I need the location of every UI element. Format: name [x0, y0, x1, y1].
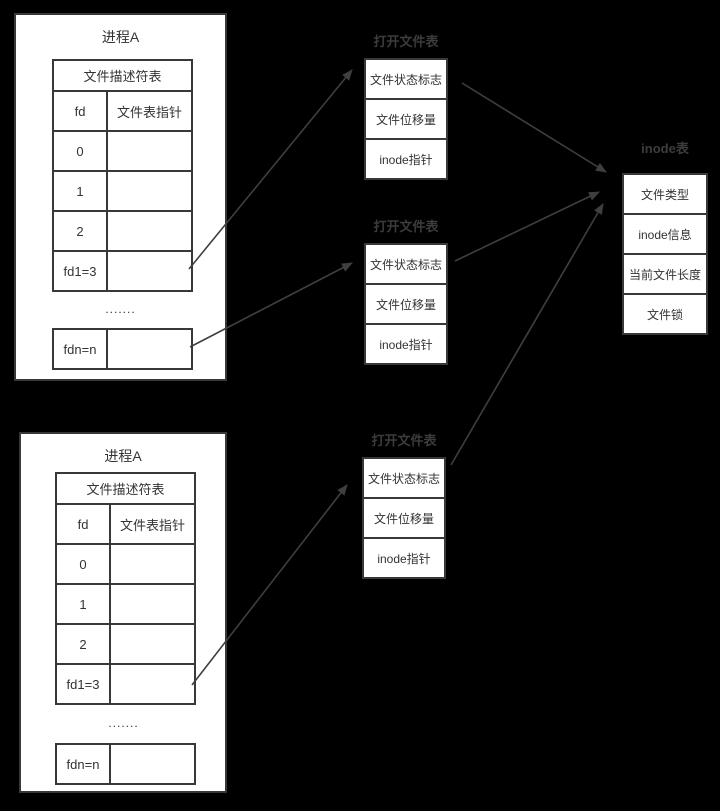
- inode-table: 文件类型 inode信息 当前文件长度 文件锁: [622, 173, 708, 335]
- process-box-top: 进程A 文件描述符表 fd 文件表指针 0 1 2 fd1=3 ....... …: [14, 13, 227, 381]
- file-status-flags-cell: 文件状态标志: [367, 471, 440, 486]
- fd-table: 文件描述符表 fd 文件表指针 0 1 2 fd1=3: [55, 472, 196, 705]
- pointer-cell: [111, 543, 194, 583]
- pointer-cell: [108, 210, 191, 250]
- file-status-flags-cell: 文件状态标志: [369, 72, 442, 87]
- pointer-cell: [108, 170, 191, 210]
- fd-column-header: fd: [57, 503, 111, 543]
- pointer-cell: [108, 130, 191, 170]
- arrow-oft1-to-inode: [461, 82, 607, 173]
- pointer-cell: [111, 663, 194, 703]
- pointer-cell: [108, 330, 191, 368]
- pointer-cell: [111, 623, 194, 663]
- pointer-cell: [111, 583, 194, 623]
- file-type-cell: 文件类型: [640, 187, 689, 202]
- inode-table-title: inode表: [641, 141, 689, 156]
- pointer-column-header: 文件表指针: [108, 90, 191, 130]
- file-offset-cell: 文件位移量: [366, 283, 446, 323]
- pointer-cell: [111, 745, 194, 783]
- inode-pointer-cell: inode指针: [366, 138, 446, 178]
- inode-info-cell: inode信息: [624, 213, 706, 253]
- fd-cell: 2: [54, 210, 108, 250]
- open-file-table: 文件状态标志 文件位移量 inode指针: [364, 58, 448, 180]
- fd-cell: fdn=n: [57, 745, 111, 783]
- pointer-cell: [108, 250, 191, 290]
- file-offset-cell: 文件位移量: [366, 98, 446, 138]
- fd-cell: fdn=n: [54, 330, 108, 368]
- arrow-oft2-to-inode: [454, 191, 600, 262]
- fd-cell: fd1=3: [57, 663, 111, 703]
- fd-table-title: 文件描述符表: [83, 69, 162, 84]
- process-title: 进程A: [104, 448, 142, 464]
- fd-cell: 2: [57, 623, 111, 663]
- fd-cell: fd1=3: [54, 250, 108, 290]
- fd-table: 文件描述符表 fd 文件表指针 0 1 2 fd1=3: [52, 59, 193, 292]
- fd-table-title: 文件描述符表: [86, 482, 165, 497]
- ellipsis: .......: [105, 302, 136, 316]
- arrow-oft3-to-inode: [450, 203, 604, 466]
- file-length-cell: 当前文件长度: [624, 253, 706, 293]
- open-file-table-title: 打开文件表: [373, 219, 439, 234]
- open-file-table-title: 打开文件表: [371, 433, 437, 448]
- fd-cell: 0: [54, 130, 108, 170]
- inode-pointer-cell: inode指针: [366, 323, 446, 363]
- file-status-flags-cell: 文件状态标志: [369, 257, 442, 272]
- file-offset-cell: 文件位移量: [364, 497, 444, 537]
- open-file-table: 文件状态标志 文件位移量 inode指针: [364, 243, 448, 365]
- fdn-row: fdn=n: [52, 328, 193, 370]
- fd-cell: 1: [57, 583, 111, 623]
- fdn-row: fdn=n: [55, 743, 196, 785]
- ellipsis: .......: [108, 716, 139, 730]
- open-file-table: 文件状态标志 文件位移量 inode指针: [362, 457, 446, 579]
- file-lock-cell: 文件锁: [624, 293, 706, 333]
- pointer-column-header: 文件表指针: [111, 503, 194, 543]
- fd-cell: 0: [57, 543, 111, 583]
- fd-cell: 1: [54, 170, 108, 210]
- process-box-bottom: 进程A 文件描述符表 fd 文件表指针 0 1 2 fd1=3 ....... …: [19, 432, 227, 793]
- inode-pointer-cell: inode指针: [364, 537, 444, 577]
- fd-column-header: fd: [54, 90, 108, 130]
- open-file-table-title: 打开文件表: [373, 34, 439, 49]
- process-title: 进程A: [101, 29, 140, 45]
